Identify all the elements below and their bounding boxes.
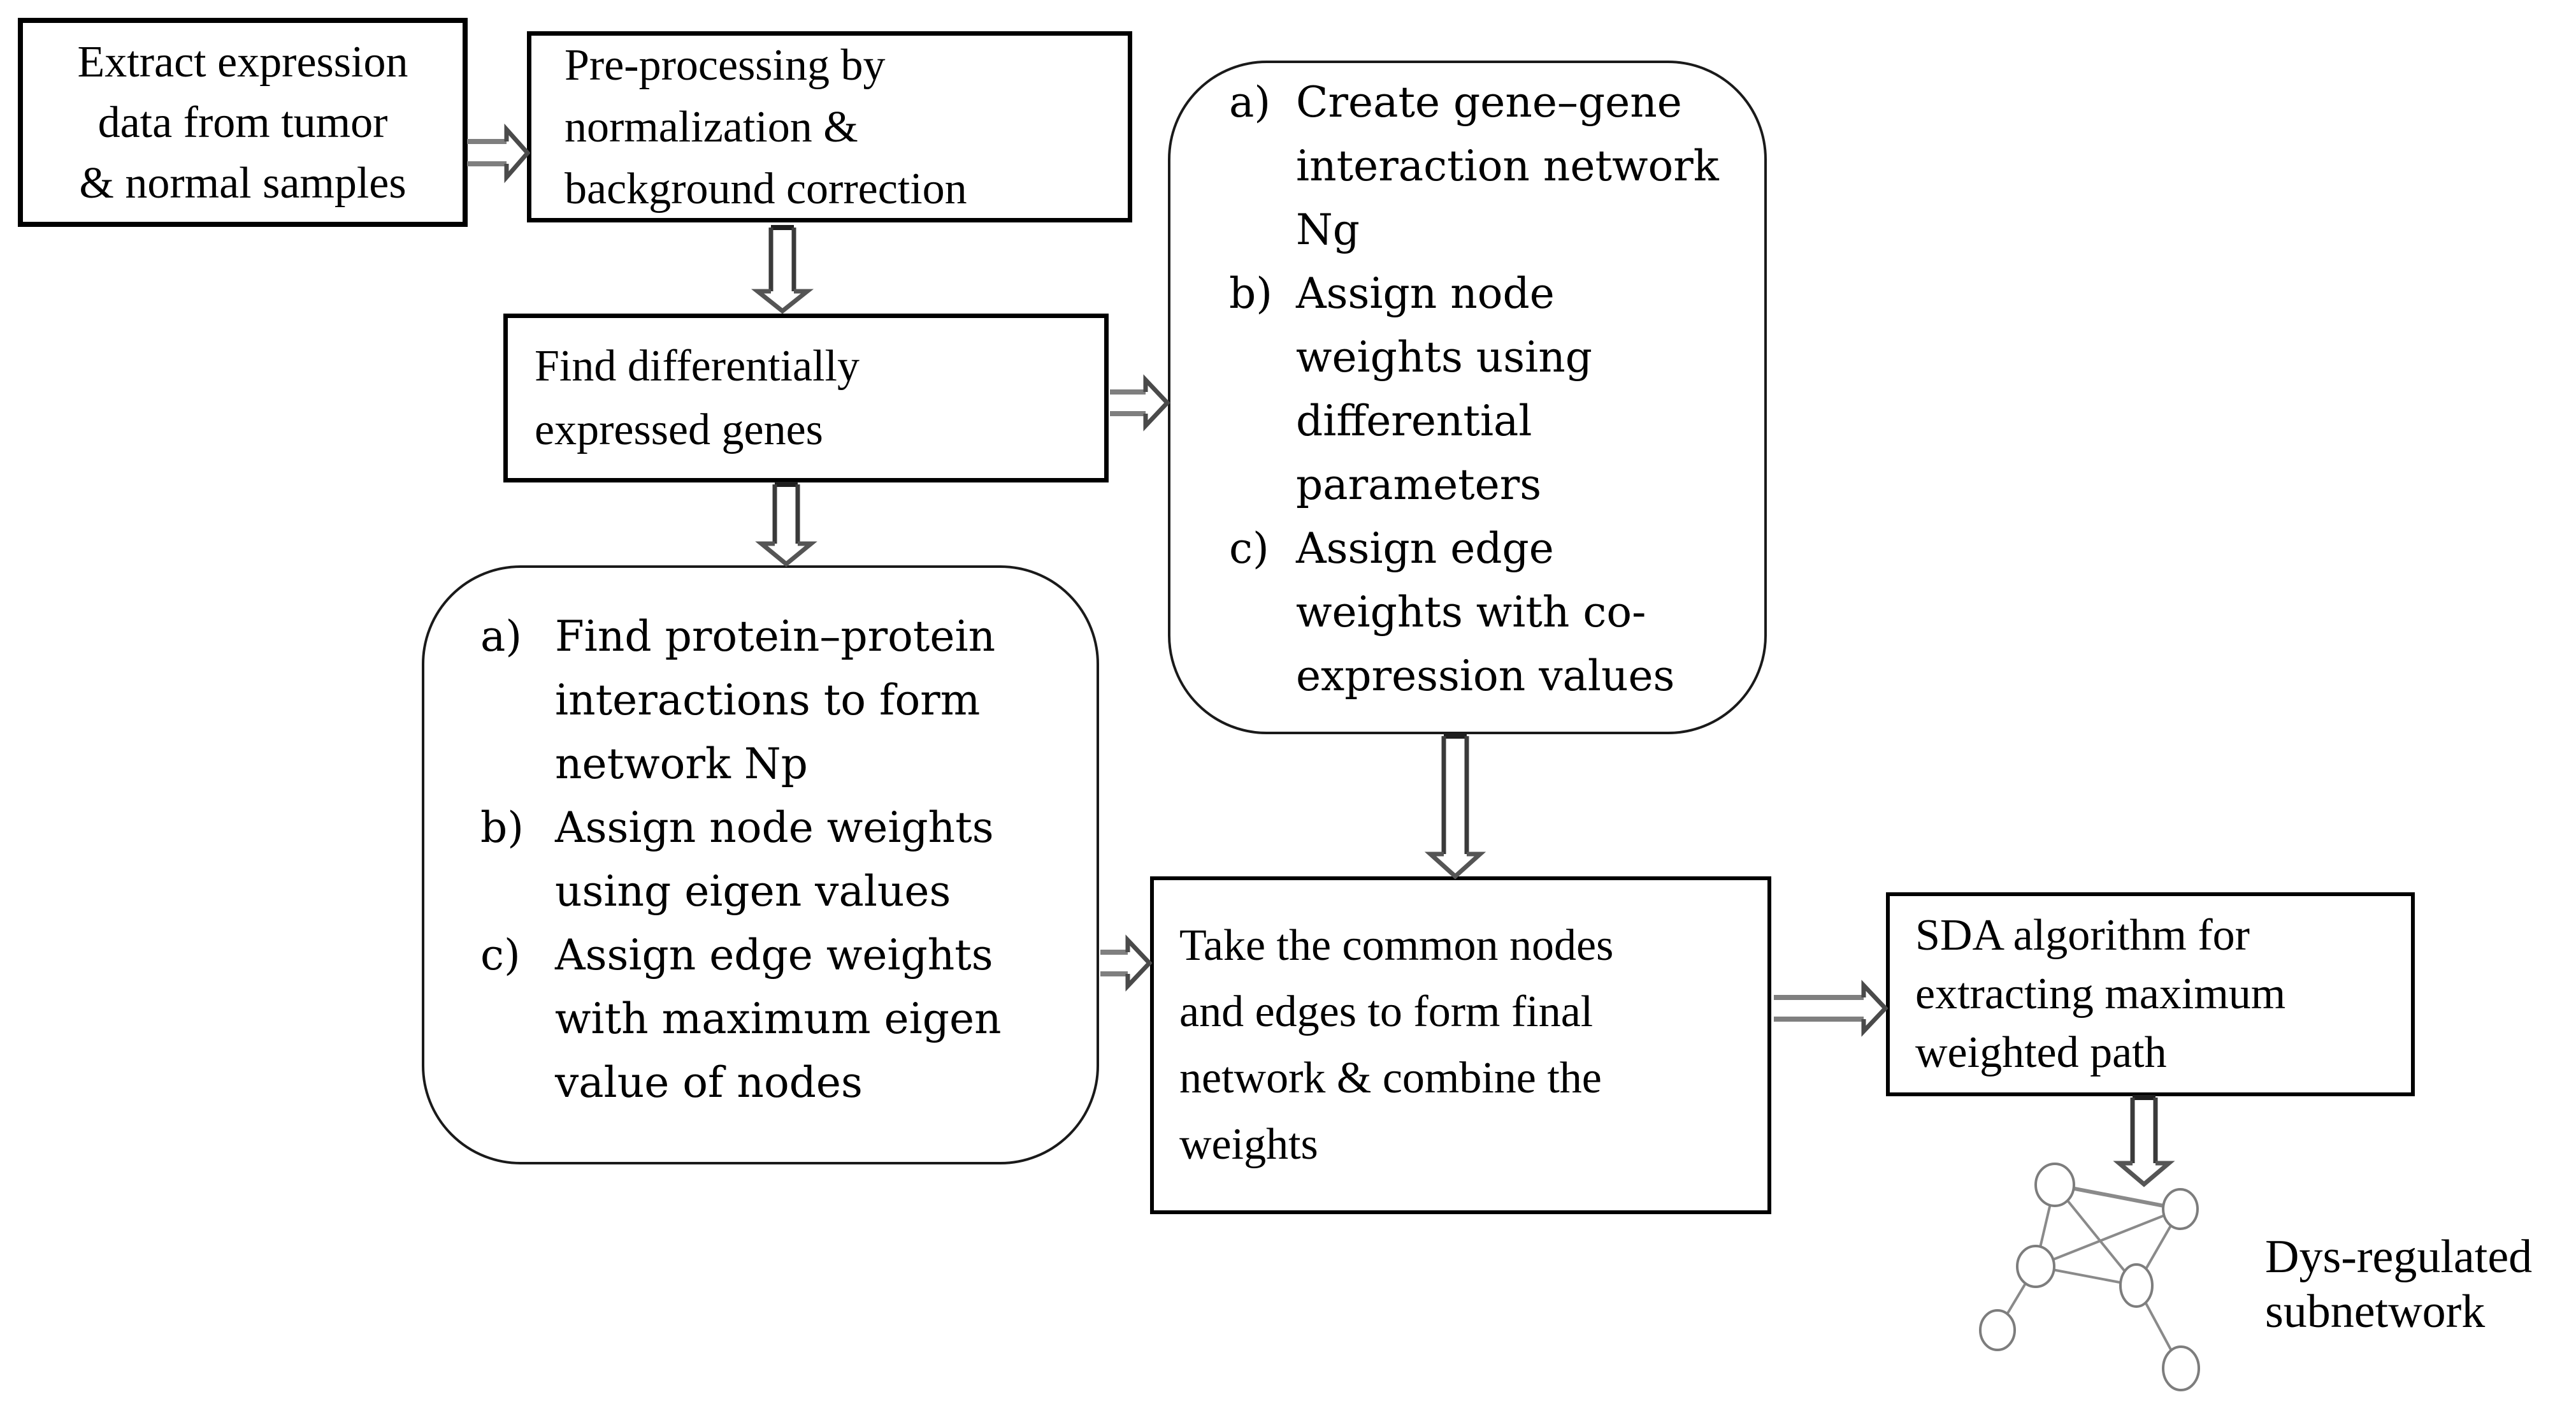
- caption-line: Dys-regulated: [2265, 1231, 2533, 1283]
- flow-box-gene-gene-network: a) Create gene–gene interaction network …: [1168, 61, 1767, 734]
- box-text-line: Assign edge: [1296, 524, 1554, 573]
- flow-box-extract-expression: Extract expression data from tumor & nor…: [18, 18, 468, 227]
- box-text-line: with maximum eigen: [555, 994, 1002, 1043]
- graph-edge: [2054, 1183, 2181, 1211]
- box-text-line: interaction network: [1296, 141, 1719, 191]
- list-item-text: Find protein–protein interactions to for…: [555, 605, 995, 796]
- list-item-text: Assign edge weights with co- expression …: [1296, 517, 1674, 708]
- box-text-line: differential: [1296, 396, 1532, 446]
- caption-line: subnetwork: [2265, 1286, 2486, 1338]
- arrow-right-icon: [1100, 934, 1153, 992]
- list-marker: b): [480, 803, 524, 852]
- box-text-line: Create gene–gene: [1296, 78, 1682, 127]
- flow-box-combine-networks: Take the common nodes and edges to form …: [1150, 876, 1771, 1214]
- box-text-line: SDA algorithm for: [1915, 911, 2250, 960]
- list-item: a) Create gene–gene interaction network …: [1229, 71, 1745, 262]
- box-text-line: Take the common nodes: [1179, 921, 1614, 970]
- flow-box-differential-genes: Find differentially expressed genes: [503, 314, 1109, 482]
- graph-node: [2162, 1345, 2200, 1391]
- graph-edge: [2054, 1184, 2138, 1287]
- graph-node: [2016, 1245, 2055, 1288]
- box-text-line: data from tumor: [97, 98, 388, 147]
- graph-node: [1979, 1309, 2016, 1351]
- list-marker: a): [480, 612, 522, 661]
- arrow-down-icon: [755, 482, 817, 567]
- list-marker: c): [480, 931, 521, 980]
- list-item: b) Assign node weights using differentia…: [1229, 262, 1745, 517]
- arrow-right-icon: [1774, 980, 1889, 1037]
- box-text-line: parameters: [1296, 460, 1542, 509]
- box-text-line: Find protein–protein: [555, 612, 996, 661]
- box-text-line: weights using: [1296, 333, 1593, 382]
- box-text-line: value of nodes: [555, 1058, 863, 1107]
- list-item: c) Assign edge weights with maximum eige…: [480, 924, 1077, 1115]
- list-marker: c): [1229, 524, 1269, 573]
- box-text-line: and edges to form final: [1179, 987, 1594, 1036]
- graph-edge: [2035, 1208, 2181, 1268]
- arrow-right-icon: [467, 123, 531, 184]
- list-item-text: Create gene–gene interaction network Ng: [1296, 71, 1719, 262]
- box-text-line: Extract expression: [77, 37, 408, 87]
- box-text-line: network & combine the: [1179, 1054, 1602, 1103]
- box-text-line: Assign node weights: [555, 803, 994, 852]
- graph-node: [2034, 1163, 2075, 1207]
- list-marker: a): [1229, 78, 1271, 127]
- list-item-text: Assign node weights using eigen values: [555, 796, 994, 924]
- box-text-line: normalization &: [565, 102, 858, 152]
- box-text-line: Pre-processing by: [565, 40, 886, 90]
- graph-node: [2162, 1188, 2199, 1230]
- box-text-line: background correction: [565, 164, 967, 214]
- box-text-line: using eigen values: [555, 867, 951, 916]
- list-item: a) Find protein–protein interactions to …: [480, 605, 1077, 796]
- box-text-line: expressed genes: [535, 405, 823, 454]
- arrow-down-icon: [1424, 734, 1486, 880]
- flow-box-protein-protein-network: a) Find protein–protein interactions to …: [422, 565, 1099, 1164]
- box-text-line: extracting maximum: [1915, 969, 2286, 1018]
- box-text-line: & normal samples: [79, 158, 407, 208]
- box-text-line: weighted path: [1915, 1028, 2167, 1077]
- list-item: c) Assign edge weights with co- expressi…: [1229, 517, 1745, 708]
- list-item: b) Assign node weights using eigen value…: [480, 796, 1077, 924]
- box-text-line: Assign node: [1296, 269, 1555, 318]
- arrow-down-icon: [2113, 1095, 2175, 1187]
- box-text-line: expression values: [1296, 651, 1675, 700]
- box-text-line: Assign edge weights: [555, 931, 993, 980]
- list-item-text: Assign edge weights with maximum eigen v…: [555, 924, 1002, 1115]
- subnetwork-caption: Dys-regulated subnetwork: [2265, 1229, 2532, 1339]
- graph-node: [2119, 1263, 2154, 1308]
- arrow-down-icon: [751, 225, 814, 314]
- box-text-line: weights: [1179, 1120, 1318, 1169]
- box-text-line: network Np: [555, 739, 808, 788]
- subnetwork-graph: [1979, 1163, 2200, 1391]
- box-text-line: weights with co-: [1296, 588, 1646, 637]
- flow-box-preprocessing: Pre-processing by normalization & backgr…: [527, 31, 1132, 222]
- flow-box-sda-algorithm: SDA algorithm for extracting maximum wei…: [1886, 892, 2415, 1096]
- box-text-line: Find differentially: [535, 341, 860, 391]
- box-text-line: interactions to form: [555, 676, 981, 725]
- box-text-line: Ng: [1296, 205, 1360, 254]
- arrow-right-icon: [1110, 374, 1170, 431]
- list-item-text: Assign node weights using differential p…: [1296, 262, 1592, 517]
- list-marker: b): [1229, 269, 1272, 318]
